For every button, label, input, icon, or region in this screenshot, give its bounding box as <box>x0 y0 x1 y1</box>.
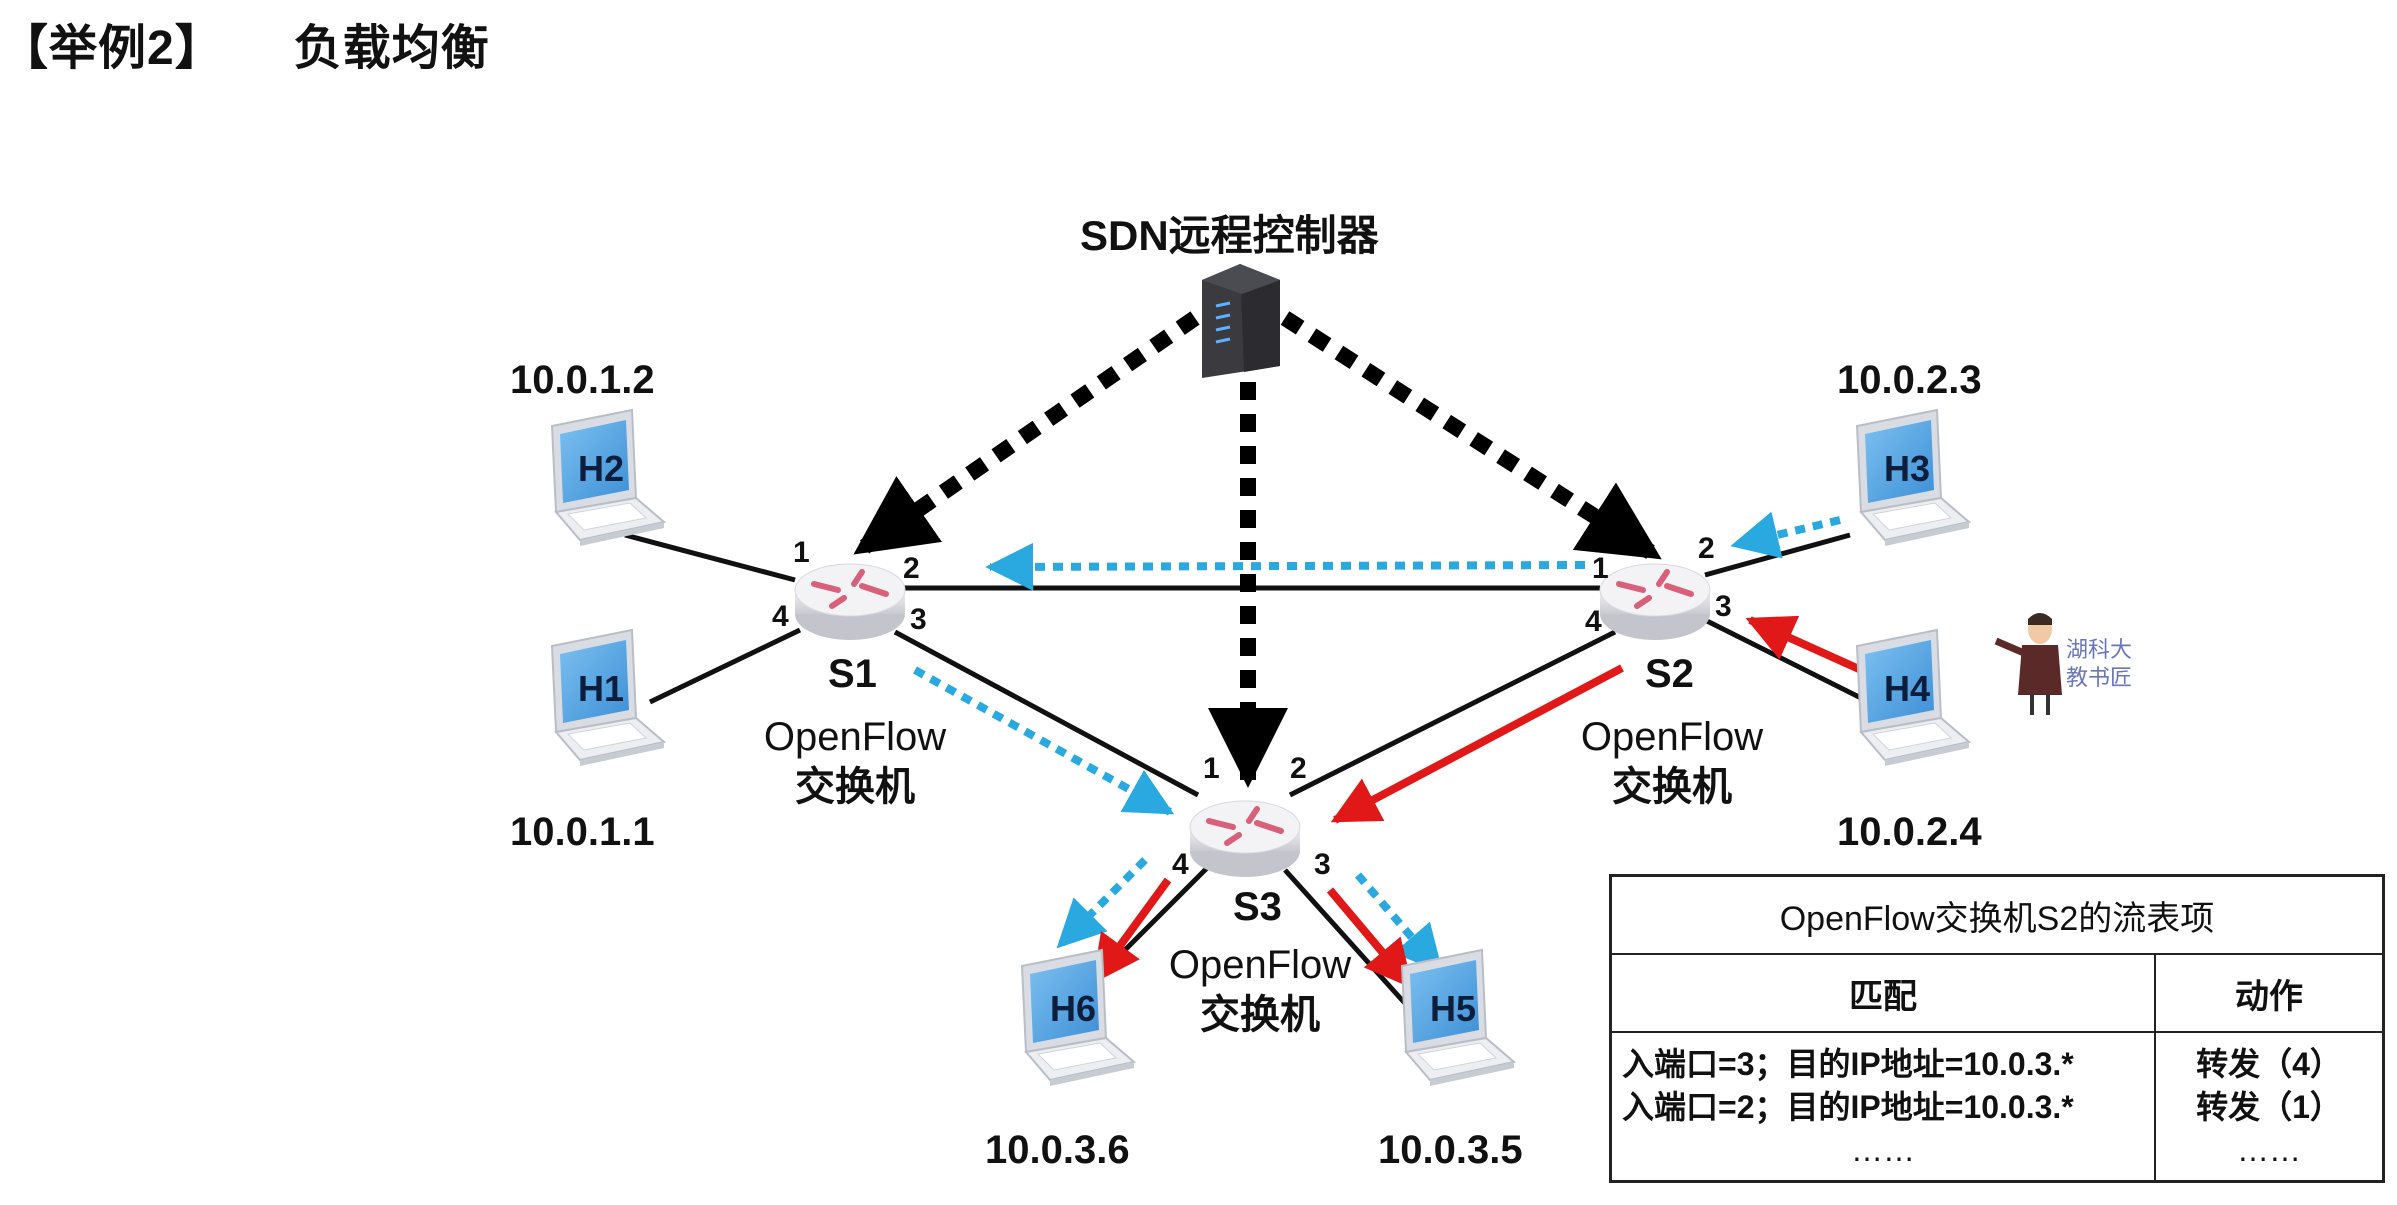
host-h3-label: H3 <box>1884 448 1931 489</box>
server-icon <box>1202 264 1280 378</box>
blue-arrow-s3-h5 <box>1354 872 1444 974</box>
red-arrow-s2-s3 <box>1330 664 1624 824</box>
switch-s1-line1: OpenFlow <box>763 715 947 759</box>
s1-port-1: 1 <box>793 536 810 569</box>
host-h5-ip: 10.0.3.5 <box>1378 1128 1523 1172</box>
host-h4-label: H4 <box>1884 668 1931 709</box>
flow-table-header-match: 匹配 <box>1609 953 2156 1033</box>
switch-s2-icon <box>1600 564 1710 640</box>
s2-port-1: 1 <box>1592 552 1609 585</box>
flow-table-s2: OpenFlow交换机S2的流表项 匹配 动作 入端口=3；目的IP地址=10.… <box>1609 874 2385 1183</box>
switch-s1-name: S1 <box>828 652 877 696</box>
mascot-caption: 湖科大 教书匠 <box>2066 636 2132 692</box>
s3-port-2: 2 <box>1290 752 1307 785</box>
flow-table-header-action: 动作 <box>2154 953 2385 1033</box>
blue-arrow-s1-s3 <box>913 666 1175 816</box>
flow-row-1-match: 入端口=3；目的IP地址=10.0.3.* <box>1622 1046 2074 1082</box>
switch-s1-icon <box>795 564 905 640</box>
flow-ellipsis-action: …… <box>2237 1132 2301 1168</box>
host-h2-ip: 10.0.1.2 <box>510 358 655 402</box>
link-h4-s2 <box>1703 617 1887 713</box>
control-arrow-s2 <box>1280 311 1662 562</box>
switch-s3-line2: 交换机 <box>1200 993 1320 1037</box>
switch-s3-name: S3 <box>1233 885 1282 929</box>
s1-port-2: 2 <box>903 552 920 585</box>
controller-label: SDN远程控制器 <box>1080 212 1379 259</box>
flow-table-caption: OpenFlow交换机S2的流表项 <box>1609 874 2385 955</box>
link-s2-s3 <box>1288 629 1617 798</box>
switch-s2-line2: 交换机 <box>1612 765 1732 809</box>
host-h6-ip: 10.0.3.6 <box>985 1128 1130 1172</box>
s3-port-1: 1 <box>1203 752 1220 785</box>
host-h5-label: H5 <box>1430 988 1477 1029</box>
s2-port-3: 3 <box>1715 590 1732 623</box>
blue-arrow-s3-h6 <box>1056 857 1148 949</box>
mascot-line1: 湖科大 <box>2066 637 2133 662</box>
mascot-icon <box>1994 613 2062 715</box>
host-h1-ip: 10.0.1.1 <box>510 810 655 854</box>
link-s1-s3 <box>893 629 1200 798</box>
red-arrow-s3-h6 <box>1091 877 1172 984</box>
title-topic: 负载均衡 <box>293 22 490 75</box>
switch-s3-icon <box>1190 801 1300 877</box>
flow-table-action-cell: 转发（4） 转发（1） …… <box>2154 1031 2385 1183</box>
host-h1-label: H1 <box>578 668 625 709</box>
switch-s2-name: S2 <box>1645 652 1694 696</box>
switch-s1-type: OpenFlow 交换机 <box>755 712 955 812</box>
mascot-line2: 教书匠 <box>2066 665 2133 690</box>
host-h3-ip: 10.0.2.3 <box>1837 358 1982 402</box>
switch-s1-line2: 交换机 <box>795 765 915 809</box>
flow-row-2-match: 入端口=2；目的IP地址=10.0.3.* <box>1622 1089 2074 1125</box>
s1-port-4: 4 <box>772 600 789 633</box>
title-example: 【举例2】 <box>0 22 224 75</box>
s2-port-4: 4 <box>1585 605 1602 638</box>
link-h2-s1 <box>624 532 796 583</box>
s2-port-2: 2 <box>1698 532 1715 565</box>
red-arrow-s3-h5 <box>1326 887 1414 989</box>
control-arrow-s1 <box>853 311 1200 557</box>
switch-s3-line1: OpenFlow <box>1168 943 1352 987</box>
host-h4-ip: 10.0.2.4 <box>1837 810 1982 854</box>
flow-table-match-cell: 入端口=3；目的IP地址=10.0.3.* 入端口=2；目的IP地址=10.0.… <box>1609 1031 2156 1183</box>
page-title: 【举例2】 负载均衡 <box>0 8 490 78</box>
link-h1-s1 <box>648 627 802 705</box>
blue-flow <box>913 511 1841 974</box>
control-channels <box>853 311 1662 788</box>
link-h5-s3 <box>1283 868 1422 1022</box>
flow-row-1-action: 转发（4） <box>2196 1046 2342 1082</box>
flow-ellipsis-match: …… <box>1851 1132 1915 1168</box>
blue-arrow-s2-s1 <box>985 542 1586 591</box>
host-h2-label: H2 <box>578 448 625 489</box>
s1-port-3: 3 <box>910 603 927 636</box>
link-h3-s2 <box>1704 532 1851 578</box>
switch-s2-type: OpenFlow 交换机 <box>1572 712 1772 812</box>
switch-s3-type: OpenFlow 交换机 <box>1160 940 1360 1040</box>
s3-port-3: 3 <box>1314 848 1331 881</box>
host-h6-label: H6 <box>1050 988 1097 1029</box>
switch-s2-line1: OpenFlow <box>1580 715 1764 759</box>
flow-row-2-action: 转发（1） <box>2196 1089 2342 1125</box>
s3-port-4: 4 <box>1172 848 1189 881</box>
